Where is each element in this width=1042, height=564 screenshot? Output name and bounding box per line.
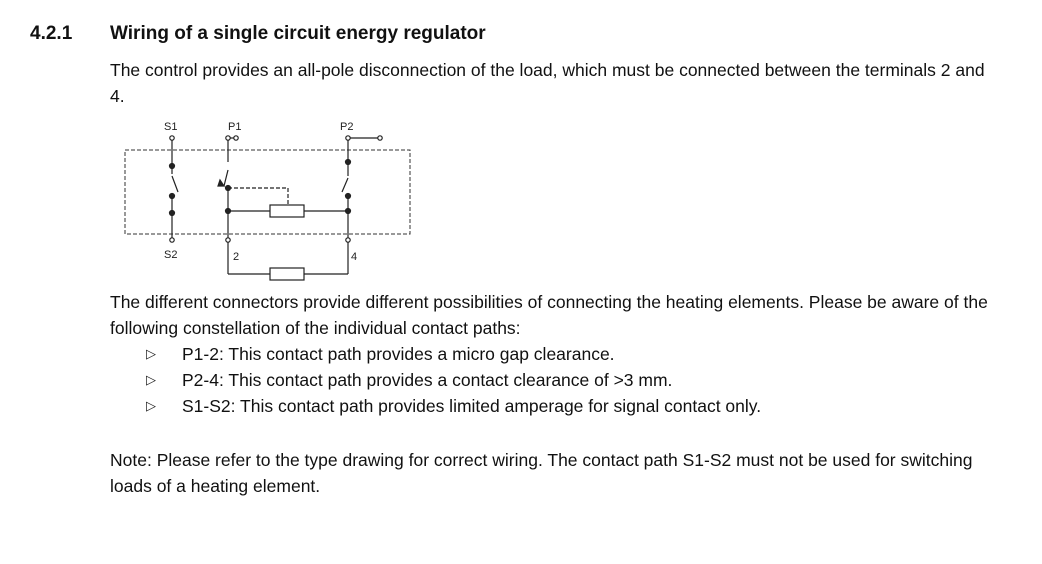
list-item: ▷ S1-S2: This contact path provides limi… [146,393,761,419]
section-title: Wiring of a single circuit energy regula… [110,23,486,44]
connectors-paragraph: The different connectors provide differe… [110,292,988,338]
housing-outline [124,149,411,235]
label-s2: S2 [164,249,177,261]
label-terminal-2: 2 [233,251,239,263]
s1-s2-contact [168,135,179,243]
label-terminal-4: 4 [351,251,357,263]
note-paragraph: Note: Please refer to the type drawing f… [110,450,973,496]
triangle-bullet-icon: ▷ [146,346,156,361]
list-item: ▷ P2-4: This contact path provides a con… [146,367,761,393]
triangle-bullet-icon: ▷ [146,398,156,413]
section-number: 4.2.1 [30,23,73,44]
list-item: ▷ P1-2: This contact path provides a mic… [146,341,761,367]
external-load-resistor [227,242,349,281]
contact-path-list: ▷ P1-2: This contact path provides a mic… [146,341,761,419]
triangle-bullet-icon: ▷ [146,372,156,387]
label-p1: P1 [228,121,241,133]
wiring-diagram: S1 P1 P2 S2 2 4 [124,121,411,281]
internal-heater-circuit [228,187,348,218]
list-item-text: P1-2: This contact path provides a micro… [182,344,615,364]
p1-contact [217,135,239,243]
intro-paragraph: The control provides an all-pole disconn… [110,60,985,106]
label-s1: S1 [164,121,177,133]
list-item-text: P2-4: This contact path provides a conta… [182,370,673,390]
label-p2: P2 [340,121,353,133]
list-item-text: S1-S2: This contact path provides limite… [182,396,762,416]
p2-contact [341,135,383,243]
